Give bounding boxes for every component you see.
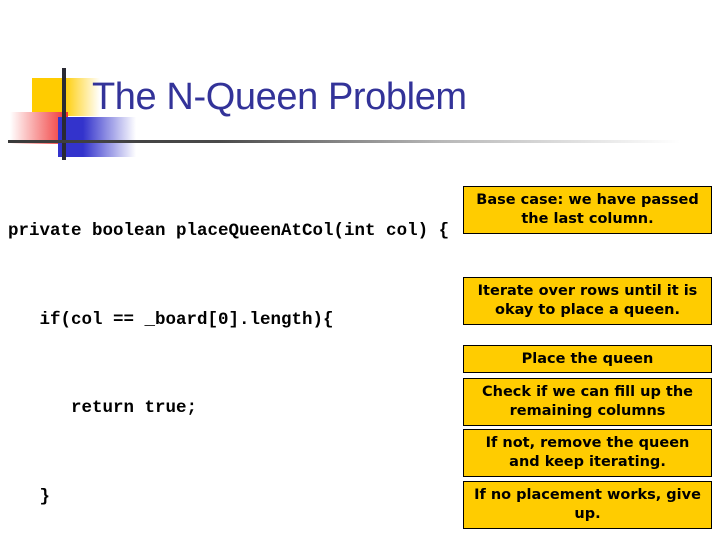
annotation-callout: Check if we can fill up the remaining co… bbox=[463, 378, 712, 426]
logo-vertical-bar bbox=[62, 68, 66, 160]
annotation-callout-text: If no placement works, give up. bbox=[474, 487, 701, 522]
code-line: } bbox=[8, 486, 51, 507]
code-line: return true; bbox=[8, 398, 198, 418]
annotation-callout: Place the queen bbox=[463, 345, 712, 373]
decorative-logo bbox=[0, 60, 708, 160]
code-line: private boolean placeQueenAtCol(int col)… bbox=[8, 221, 450, 241]
annotation-callout-text: Place the queen bbox=[521, 350, 654, 367]
page-title: The N-Queen Problem bbox=[92, 76, 467, 118]
annotation-callout: Base case: we have passed the last colum… bbox=[463, 186, 712, 234]
code-block: private boolean placeQueenAtCol(int col)… bbox=[8, 158, 468, 540]
annotation-callout-text: Check if we can fill up the remaining co… bbox=[481, 384, 693, 419]
annotation-callout: Iterate over rows until it is okay to pl… bbox=[463, 277, 712, 325]
logo-blue-block bbox=[58, 117, 136, 157]
title-divider-line bbox=[8, 140, 708, 143]
annotation-callout: If not, remove the queen and keep iterat… bbox=[463, 429, 712, 477]
code-line: if(col == _board[0].length){ bbox=[8, 309, 334, 330]
annotation-callout-text: If not, remove the queen and keep iterat… bbox=[485, 435, 690, 470]
annotation-callout-text: Base case: we have passed the last colum… bbox=[476, 192, 699, 227]
annotation-callout: If no placement works, give up. bbox=[463, 481, 712, 529]
logo-yellow-block bbox=[32, 78, 100, 116]
annotation-callout-text: Iterate over rows until it is okay to pl… bbox=[477, 283, 698, 318]
